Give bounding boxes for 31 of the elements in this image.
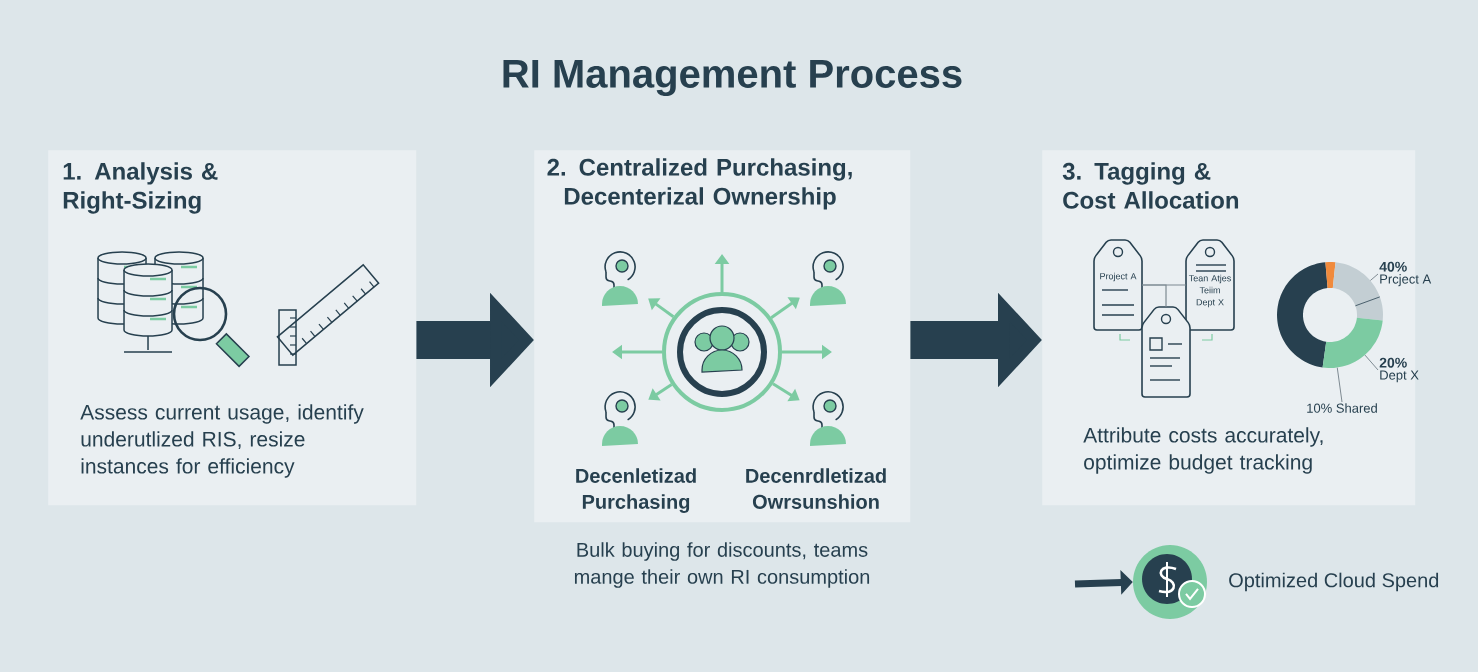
leader-line: [1364, 354, 1379, 371]
person-caption: Decenrdletizad Owrsunshion: [746, 468, 886, 509]
arrow: [772, 382, 800, 402]
connector-line: [1141, 284, 1167, 308]
team-icon: [662, 292, 782, 412]
leader-line: [1336, 367, 1343, 403]
head-icon: [810, 251, 846, 306]
segment-label: Dept X: [1380, 370, 1419, 383]
head-icon: [602, 391, 638, 446]
step-heading: 3. Tagging & Cost Allocation: [1062, 162, 1239, 209]
step-description: Attribute costs accurately, optimize budget tracking: [1083, 427, 1323, 474]
percent-label: 40%: [1379, 261, 1407, 272]
leader-line: [1369, 273, 1379, 281]
person-caption: Decenletizad Purchasing: [576, 468, 696, 513]
arrow: [648, 383, 673, 401]
head-icon: [810, 391, 846, 446]
step-note: Bulk buying for discounts, teams mange their own RI consumption: [574, 542, 870, 588]
step-heading: 2. Centralized Purchasing, Decenterizal Ownership: [547, 158, 852, 210]
percent-label: 20%: [1379, 357, 1407, 368]
title: RI Management Process: [503, 60, 962, 96]
panel: [48, 150, 417, 506]
segment-label: Prcject A: [1380, 274, 1432, 287]
outcome-label: Optimized Cloud Spend: [1229, 572, 1439, 592]
segment-label: 10% Shared: [1307, 403, 1377, 413]
panel: [534, 150, 911, 588]
step-description: Assess current usage, identify underutlized RIS, resize instances for efficiency: [80, 404, 364, 478]
tag-icon: [1141, 306, 1191, 398]
arrow: [648, 298, 675, 318]
arrow: [770, 297, 800, 319]
head-icon: [602, 251, 638, 306]
step-heading: 1. Analysis & Right-Sizing: [63, 162, 218, 214]
